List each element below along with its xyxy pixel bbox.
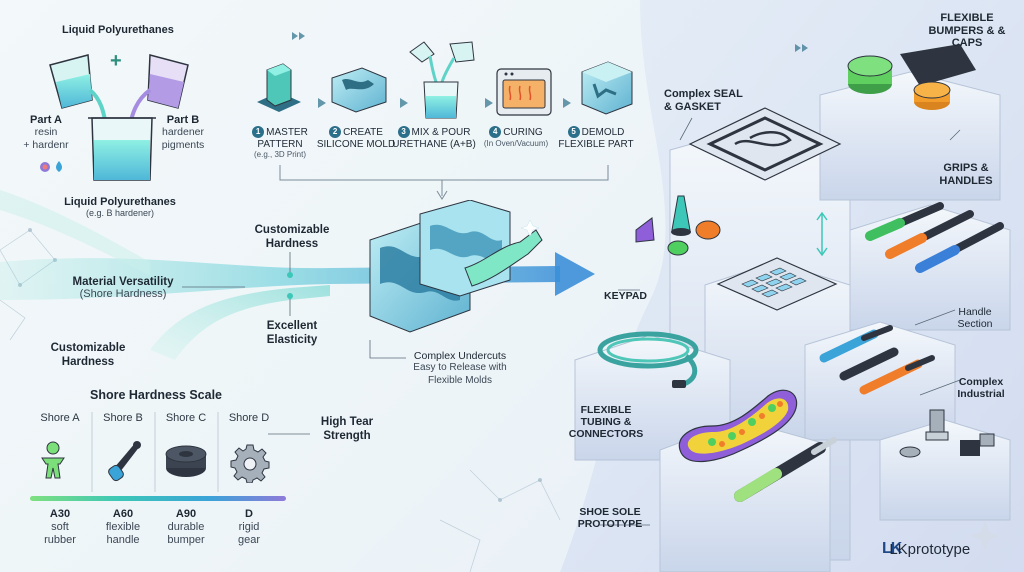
shore-level-code: A90 bbox=[175, 508, 197, 520]
step-number-badge: 5 bbox=[567, 126, 580, 138]
step-subtitle: (e.g., 3D Print) bbox=[253, 150, 306, 159]
shore-level-heading: Shore D bbox=[228, 412, 270, 424]
part-a-desc2: + hardenr bbox=[23, 139, 69, 152]
shore-level-desc2: bumper bbox=[167, 534, 205, 547]
shore-level-heading: Shore C bbox=[165, 412, 207, 424]
step4-curing-oven-icon bbox=[496, 68, 552, 116]
step2-silicone-mold-icon bbox=[331, 67, 387, 113]
seal-gasket-icon bbox=[688, 107, 842, 181]
liquid-bottom-sub: (e.g. B hardener) bbox=[85, 208, 155, 218]
liquid-bottom-block: Liquid Polyurethanes (e.g. B hardener) bbox=[40, 196, 200, 219]
part-b-desc2: pigments bbox=[161, 139, 205, 152]
brand-logo-mark: LK bbox=[882, 540, 902, 557]
grips-handles-icon bbox=[865, 202, 1004, 273]
part-b-title: Part B bbox=[166, 114, 200, 126]
shore-level-desc2: rubber bbox=[44, 534, 76, 547]
complex-undercuts-sub: Easy to Release with Flexible Molds bbox=[413, 362, 507, 386]
tubing-icon bbox=[597, 331, 699, 388]
bumpers-caps-icon bbox=[847, 44, 976, 110]
brand-logo: LK LKprototype bbox=[882, 540, 970, 558]
shore-level-desc2: handle bbox=[106, 534, 140, 547]
shore-level-code: D bbox=[245, 508, 253, 520]
brand-name: LKprototype bbox=[889, 540, 971, 558]
gear-icon bbox=[230, 444, 270, 483]
shore-level-desc1: flexible bbox=[105, 521, 141, 534]
step-number-badge: 3 bbox=[397, 126, 410, 138]
shore-level-code: A60 bbox=[112, 508, 134, 520]
label-grips-handles: GRIPS & HANDLES bbox=[939, 162, 993, 187]
shore-scale-title: Shore Hardness Scale bbox=[90, 388, 223, 402]
figure-icon bbox=[41, 441, 65, 479]
step1-master-pattern-icon bbox=[257, 63, 301, 112]
label-tubing: FLEXIBLE TUBING & CONNECTORS bbox=[568, 404, 644, 441]
shore-level-desc1: durable bbox=[167, 521, 205, 534]
part-a-title: Part A bbox=[30, 114, 62, 126]
handle-icon bbox=[108, 441, 141, 482]
part-a-block: Part A resin + hardenr bbox=[18, 114, 74, 152]
handle-section-icon bbox=[819, 325, 935, 395]
shore-level-desc2: gear bbox=[237, 534, 261, 547]
label-industrial: Complex Industrial bbox=[957, 376, 1005, 401]
high-tear-strength: High Tear Strength bbox=[320, 416, 374, 442]
shore-level-heading: Shore B bbox=[103, 412, 143, 424]
step-title: CURING bbox=[503, 127, 543, 138]
step-subtitle: (In Oven/Vacuum) bbox=[483, 138, 549, 148]
step-title: MASTER PATTERN bbox=[257, 127, 308, 150]
complex-undercuts: Complex Undercuts bbox=[413, 350, 507, 362]
label-keypad: KEYPAD bbox=[604, 290, 647, 302]
small-caps-icon bbox=[635, 195, 721, 256]
shore-level-desc1: rigid bbox=[238, 521, 260, 534]
industrial-parts-icon bbox=[899, 409, 995, 458]
step-title: DEMOLD FLEXIBLE PART bbox=[558, 127, 634, 150]
label-shoe-sole: SHOE SOLE PROTOTYPE bbox=[577, 506, 643, 531]
label-handle-section: Handle Section bbox=[957, 306, 993, 331]
shore-level-heading: Shore A bbox=[40, 412, 80, 424]
grip-tool-icon bbox=[734, 437, 837, 502]
bumper-icon bbox=[165, 445, 207, 477]
step-title: MIX & POUR URETHANE (A+B) bbox=[392, 127, 476, 150]
material-versatility: Material Versatility bbox=[72, 276, 174, 288]
step-title: CREATE SILICONE MOLD bbox=[316, 127, 396, 150]
shore-level-code: A30 bbox=[49, 508, 71, 520]
excellent-elasticity: Excellent Elasticity bbox=[266, 320, 318, 346]
complex-undercuts-block: Complex Undercuts Easy to Release with F… bbox=[400, 350, 520, 387]
shore-hardness-note: (Shore Hardness) bbox=[79, 288, 167, 300]
material-versatility-block: Material Versatility (Shore Hardness) bbox=[58, 276, 188, 302]
plus-sign: + bbox=[110, 50, 122, 72]
keypad-icon bbox=[716, 257, 838, 311]
liquid-bottom-title: Liquid Polyurethanes bbox=[64, 196, 176, 208]
step-number-badge: 2 bbox=[329, 126, 342, 138]
step5-demold-part-icon bbox=[581, 61, 633, 115]
customizable-hardness-top: Customizable Hardness bbox=[254, 224, 330, 250]
shoe-sole-icon bbox=[678, 389, 798, 463]
customizable-hardness-left: Customizable Hardness bbox=[50, 342, 126, 368]
mixing-cups-icon bbox=[49, 54, 189, 181]
part-b-block: Part B hardener pigments bbox=[148, 114, 218, 152]
part-b-desc1: hardener bbox=[161, 126, 205, 138]
liquid-title: Liquid Polyurethanes bbox=[62, 24, 174, 36]
part-a-desc1: resin bbox=[34, 126, 58, 138]
step3-mix-pour-icon bbox=[409, 41, 475, 119]
label-bumpers-caps: FLEXIBLE BUMPERS & & CAPS bbox=[928, 12, 1006, 50]
shore-level-desc1: soft bbox=[51, 521, 69, 534]
pigment-drops-icon bbox=[40, 161, 62, 172]
step-number-badge: 1 bbox=[252, 126, 265, 138]
label-seal-gasket: Complex SEAL & GASKET bbox=[664, 88, 743, 113]
flexible-mold-illustration bbox=[369, 200, 543, 333]
step-number-badge: 4 bbox=[489, 126, 502, 138]
